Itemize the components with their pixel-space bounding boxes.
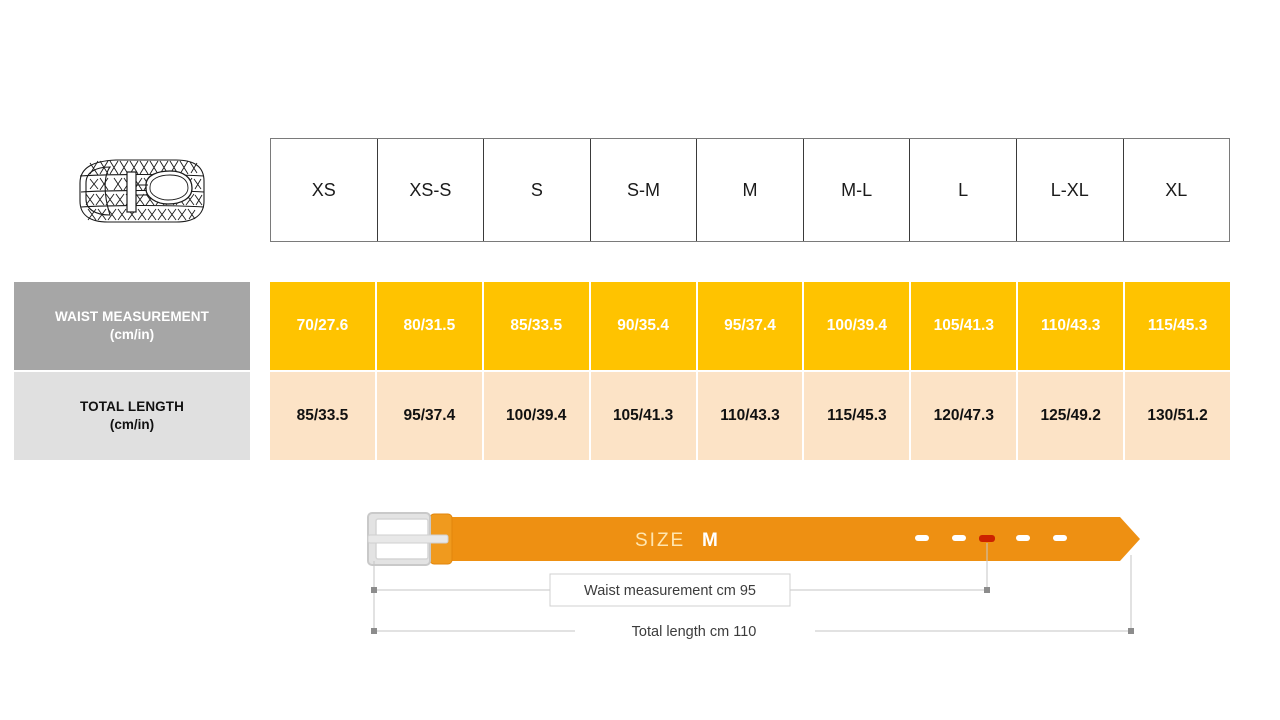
waist-value-xs-s: 80/31.5 (377, 282, 484, 370)
total-length-dimension-label: Total length cm 110 (632, 624, 757, 640)
waist-value-s: 85/33.5 (484, 282, 591, 370)
size-header-cell-xs: XS (271, 139, 378, 241)
waist-label-line1: WAIST MEASUREMENT (55, 308, 209, 324)
size-header-cell-s-m: S-M (591, 139, 698, 241)
waist-measurement-row-label: WAIST MEASUREMENT (cm/in) (14, 282, 250, 370)
waist-value-l: 105/41.3 (911, 282, 1019, 370)
waist-measurement-row: 70/27.6 80/31.5 85/33.5 90/35.4 95/37.4 … (270, 282, 1230, 370)
size-header-cell-m: M (697, 139, 804, 241)
total-length-dimension-line: Total length cm 110 (371, 617, 1134, 645)
size-header-row: XS XS-S S S-M M M-L L L-XL XL (270, 138, 1230, 242)
waist-dimension-line: Waist measurement cm 95 (371, 573, 990, 607)
waist-value-m: 95/37.4 (698, 282, 805, 370)
belt-hole-3-active (979, 535, 995, 542)
waist-value-xs: 70/27.6 (270, 282, 377, 370)
belt-measurement-diagram: SIZE M Waist measurement cm 95 (350, 495, 1180, 660)
belt-size-text-label: SIZE (635, 530, 685, 551)
waist-value-s-m: 90/35.4 (591, 282, 698, 370)
waist-label-line2: (cm/in) (109, 327, 155, 342)
waist-value-m-l: 100/39.4 (804, 282, 912, 370)
length-value-xs: 85/33.5 (270, 372, 377, 460)
length-label-line1: TOTAL LENGTH (80, 398, 184, 414)
belt-hole-4 (1016, 535, 1030, 541)
length-value-m-l: 115/45.3 (804, 372, 912, 460)
waist-dimension-label: Waist measurement cm 95 (584, 583, 756, 599)
woven-belt-icon (79, 159, 205, 223)
woven-belt-icon-cell (14, 135, 264, 245)
length-value-xl: 130/51.2 (1147, 407, 1208, 424)
size-header-cell-m-l: M-L (804, 139, 911, 241)
length-value-l: 120/47.3 (911, 372, 1019, 460)
belt-hole-1 (915, 535, 929, 541)
length-value-l-xl: 125/49.2 (1018, 372, 1126, 460)
belt-hole-2 (952, 535, 966, 541)
waist-value-xl: 115/45.3 (1147, 317, 1208, 334)
length-value-m: 110/43.3 (698, 372, 805, 460)
belt-size-text-value: M (702, 530, 718, 551)
belt-hole-5 (1053, 535, 1067, 541)
size-header-cell-s: S (484, 139, 591, 241)
total-length-row: 85/33.5 95/37.4 100/39.4 105/41.3 110/43… (270, 372, 1230, 460)
belt-buckle-prong (367, 534, 449, 544)
length-value-s: 100/39.4 (484, 372, 591, 460)
waist-value-l-xl: 110/43.3 (1018, 282, 1126, 370)
dimension-extension-lines (373, 543, 1132, 632)
size-header-cell-xl: XL (1165, 179, 1188, 200)
size-header-cell-l-xl: L-XL (1017, 139, 1124, 241)
belt-strap (420, 517, 1140, 561)
size-header-cell-l: L (910, 139, 1017, 241)
size-header-cell-xs-s: XS-S (378, 139, 485, 241)
length-value-s-m: 105/41.3 (591, 372, 698, 460)
total-length-row-label: TOTAL LENGTH (cm/in) (14, 372, 250, 460)
length-label-line2: (cm/in) (109, 417, 155, 432)
length-value-xs-s: 95/37.4 (377, 372, 484, 460)
